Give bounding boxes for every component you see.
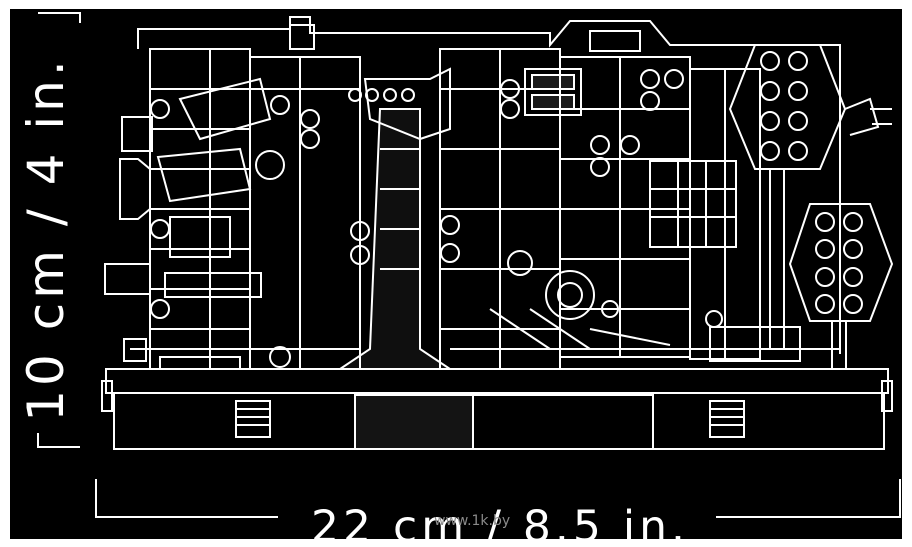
round-studs bbox=[150, 69, 723, 368]
height-dimension-label: 10 cm / 4 in. bbox=[17, 56, 75, 422]
lego-model-line-art bbox=[37, 12, 901, 518]
product-dimension-illustration: 10 cm / 4 in. 22 cm / 8.5 in. www.1k.by bbox=[10, 9, 902, 539]
left-turrets bbox=[156, 77, 272, 298]
top-window-blocks bbox=[289, 24, 641, 116]
center-tower bbox=[336, 67, 454, 370]
hexagon-panel-top bbox=[728, 44, 892, 170]
model-base bbox=[101, 368, 893, 450]
backdrop-panel bbox=[104, 16, 841, 370]
lower-deck bbox=[123, 308, 840, 369]
width-dimension-label: 22 cm / 8.5 in. bbox=[311, 501, 689, 540]
hexagon-panel-bottom bbox=[769, 169, 894, 369]
width-bracket bbox=[95, 479, 901, 518]
grid-block bbox=[649, 160, 737, 248]
watermark-text: www.1k.by bbox=[434, 513, 511, 529]
height-bracket bbox=[37, 12, 81, 448]
